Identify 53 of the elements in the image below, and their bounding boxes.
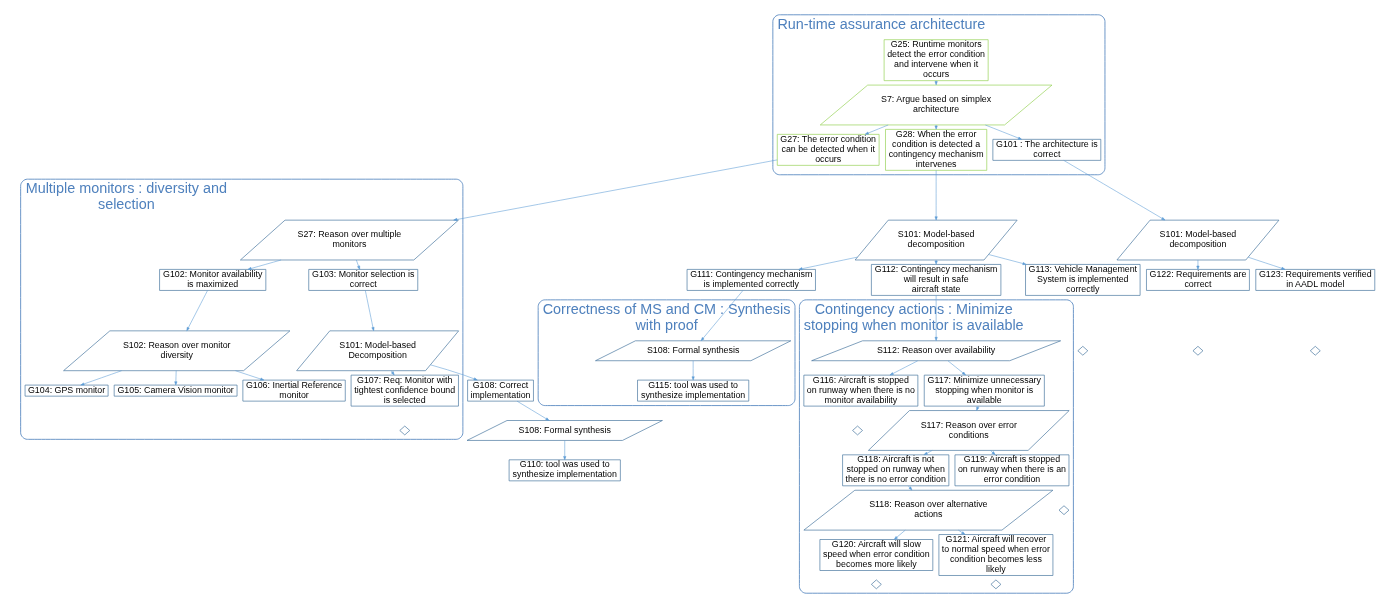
arrow (985, 124, 1022, 140)
arrow (1247, 256, 1286, 270)
arrow (430, 364, 478, 381)
arrow (976, 406, 980, 411)
arrow (247, 259, 282, 270)
arrow (798, 256, 858, 271)
node-box: G110: tool was used to synthesize implementation (508, 459, 621, 482)
node-diamond (1192, 346, 1204, 356)
arrow (356, 259, 360, 270)
node-box: G101 : The architecture is correct (992, 139, 1102, 161)
node-diamond (1309, 346, 1321, 356)
node-diamond (399, 425, 411, 436)
node-box: G27: The error condition can be detected when it occurs (776, 134, 880, 166)
node-box: G120: Aircraft will slow speed when error condition becomes more likely (819, 539, 934, 571)
arrow (990, 450, 996, 455)
arrow (1063, 160, 1166, 221)
arrow (934, 295, 938, 341)
arrow (516, 400, 550, 421)
arrow (691, 360, 695, 381)
node-box: G122: Requirements are correct (1146, 269, 1250, 291)
arrow (700, 290, 744, 341)
node-box: G121: Aircraft will recover to normal speed when error condition becomes less likely (938, 534, 1054, 576)
arrow (174, 370, 178, 386)
node-box: G123: Requirements verified in AADL model (1255, 269, 1376, 291)
arrow (563, 440, 567, 461)
node-box: G112: Contingency mechanism will result in safe aircraft state (871, 264, 1002, 296)
arrow (1196, 259, 1200, 270)
arrow (934, 170, 938, 221)
node-diamond (852, 425, 863, 436)
arrow (988, 254, 1027, 265)
node-diamond (871, 579, 882, 590)
node-box: G105: Camera Vision monitor (113, 384, 238, 397)
arrow (923, 450, 933, 456)
node-box: G113: Vehicle Management System is implemented correctly (1025, 264, 1141, 296)
node-box: G107: Req: Monitor with tightest confidence bound is selected (350, 374, 459, 407)
arrow (453, 159, 778, 221)
node-diamond (1058, 505, 1070, 515)
arrow (958, 529, 966, 535)
arrow (894, 529, 906, 540)
arrow (235, 370, 265, 381)
arrow (186, 290, 208, 332)
node-box: G28: When the error condition is detected a contingency mechanism intervenes (885, 129, 988, 171)
node-diamond (1077, 346, 1089, 356)
node-box: G103: Monitor selection is correct (308, 269, 419, 291)
arrow (908, 485, 913, 491)
arrow (947, 360, 966, 376)
arrow (390, 370, 395, 376)
node-box: G115: tool was used to synthesize implementation (637, 379, 750, 402)
node-diamond (990, 579, 1002, 590)
node-box: G119: Aircraft is stopped on runway when there is an error condition (954, 454, 1070, 487)
arrow (365, 290, 375, 332)
arrow (864, 124, 889, 135)
arrow (889, 360, 918, 376)
